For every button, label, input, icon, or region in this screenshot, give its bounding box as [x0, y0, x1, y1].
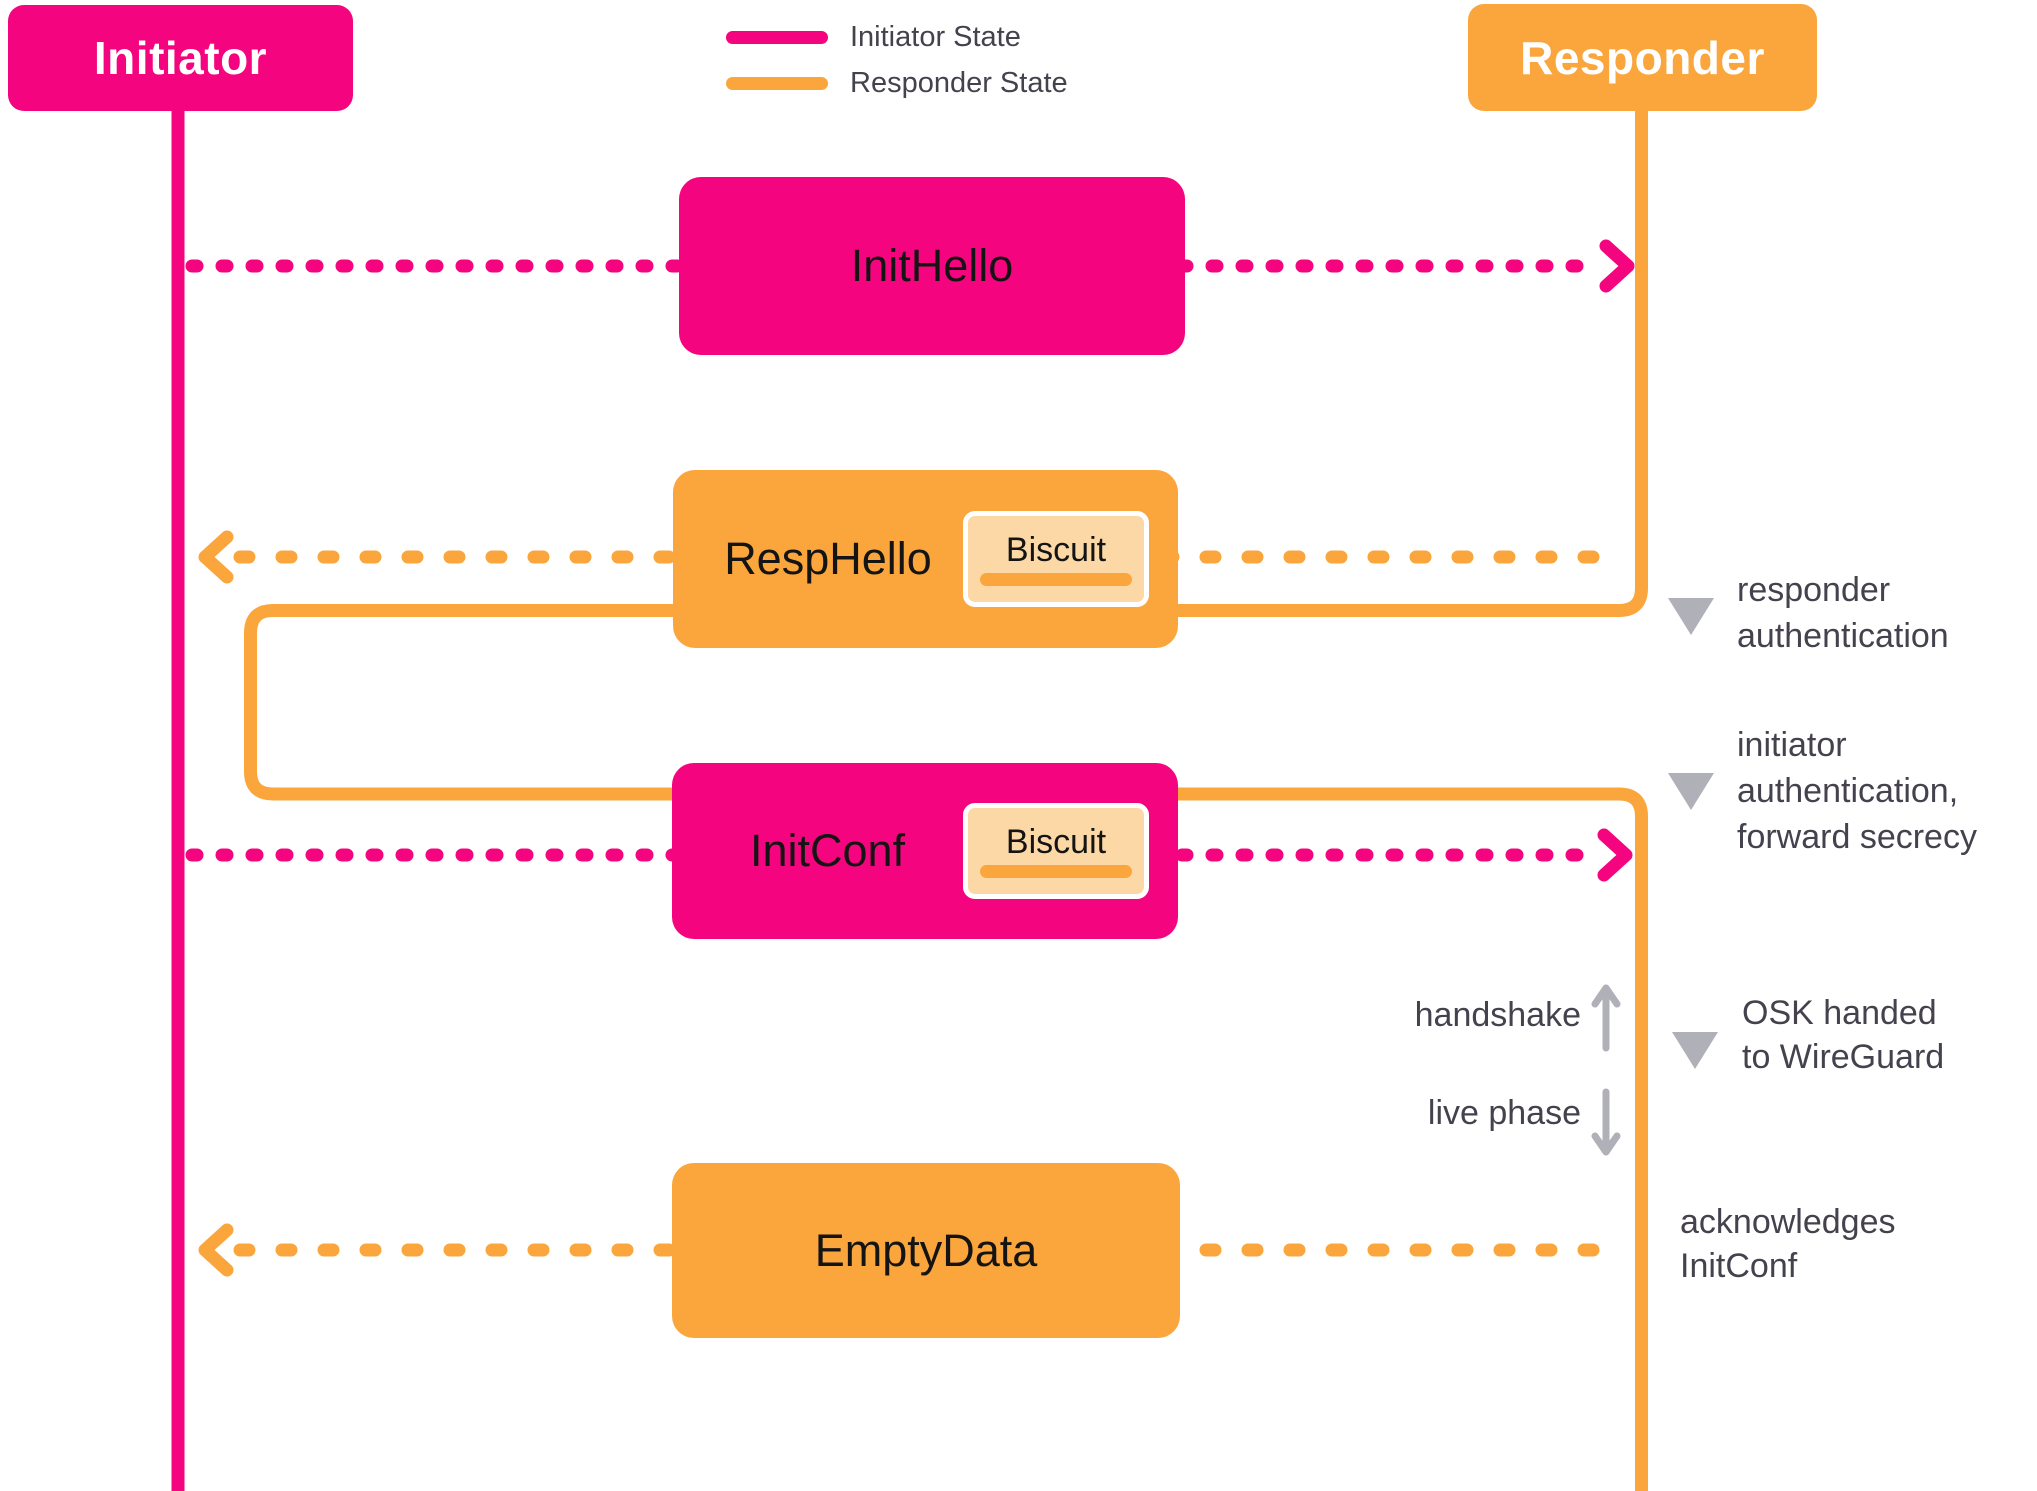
legend-label: Responder State — [850, 66, 1068, 99]
phase-label-handshake: handshake — [1414, 996, 1581, 1034]
legend: Initiator State Responder State — [726, 14, 1068, 106]
message-initconf: InitConf Biscuit — [672, 763, 1178, 939]
annotation-line: initiator — [1737, 726, 1847, 764]
message-label: RespHello — [724, 533, 932, 584]
triangle-down-icon — [1672, 1032, 1718, 1069]
biscuit-label: Biscuit — [1005, 823, 1107, 861]
actor-responder-label: Responder — [1520, 31, 1765, 84]
annotation-line: acknowledges — [1680, 1203, 1896, 1241]
annotation-line: authentication, — [1737, 772, 1959, 810]
actor-initiator-label: Initiator — [93, 32, 268, 84]
triangle-down-icon — [1668, 598, 1714, 635]
annotation-line: authentication — [1737, 617, 1949, 655]
actor-initiator: Initiator — [8, 5, 353, 111]
message-resphello: RespHello Biscuit — [673, 470, 1178, 648]
biscuit-label: Biscuit — [1005, 531, 1107, 569]
annotation-osk-handed-to-wireguard: OSK handed to WireGuard — [1742, 991, 1944, 1079]
biscuit-underline-bar — [980, 573, 1132, 586]
resphello-arrowhead-icon — [198, 530, 234, 584]
annotation-line: OSK handed — [1742, 994, 1937, 1032]
legend-label: Initiator State — [850, 20, 1021, 53]
phase-label-live-phase: live phase — [1427, 1094, 1581, 1132]
biscuit-underline-bar — [980, 865, 1132, 878]
initiator-state-swatch — [726, 30, 828, 44]
message-label: InitHello — [850, 240, 1014, 291]
legend-item-initiator-state: Initiator State — [726, 14, 1068, 60]
message-label: InitConf — [749, 825, 906, 876]
handshake-up-arrowhead-icon — [1591, 984, 1621, 1008]
annotation-responder-authentication: responder authentication — [1737, 567, 1949, 659]
responder-state-line — [244, 111, 1648, 1491]
message-emptydata: EmptyData — [672, 1163, 1180, 1338]
annotation-line: responder — [1737, 571, 1891, 609]
annotation-line: forward secrecy — [1737, 818, 1977, 856]
message-label: EmptyData — [814, 1224, 1038, 1276]
annotation-acknowledges-initconf: acknowledges InitConf — [1680, 1200, 1895, 1288]
emptydata-arrowhead-icon — [198, 1223, 234, 1277]
inithello-arrowhead-icon — [1599, 239, 1635, 293]
annotation-initiator-authentication: initiator authentication, forward secrec… — [1737, 722, 1977, 860]
message-inithello: InitHello — [679, 177, 1185, 355]
live-phase-down-arrowhead-icon — [1591, 1132, 1621, 1156]
biscuit-box: Biscuit — [963, 803, 1149, 899]
responder-state-swatch — [726, 76, 828, 90]
triangle-down-icon — [1668, 773, 1714, 810]
initconf-arrowhead-icon — [1597, 828, 1633, 882]
legend-item-responder-state: Responder State — [726, 60, 1068, 106]
annotation-line: to WireGuard — [1742, 1038, 1945, 1076]
actor-responder: Responder — [1468, 4, 1817, 111]
biscuit-box: Biscuit — [963, 511, 1149, 607]
annotation-line: InitConf — [1680, 1247, 1798, 1285]
